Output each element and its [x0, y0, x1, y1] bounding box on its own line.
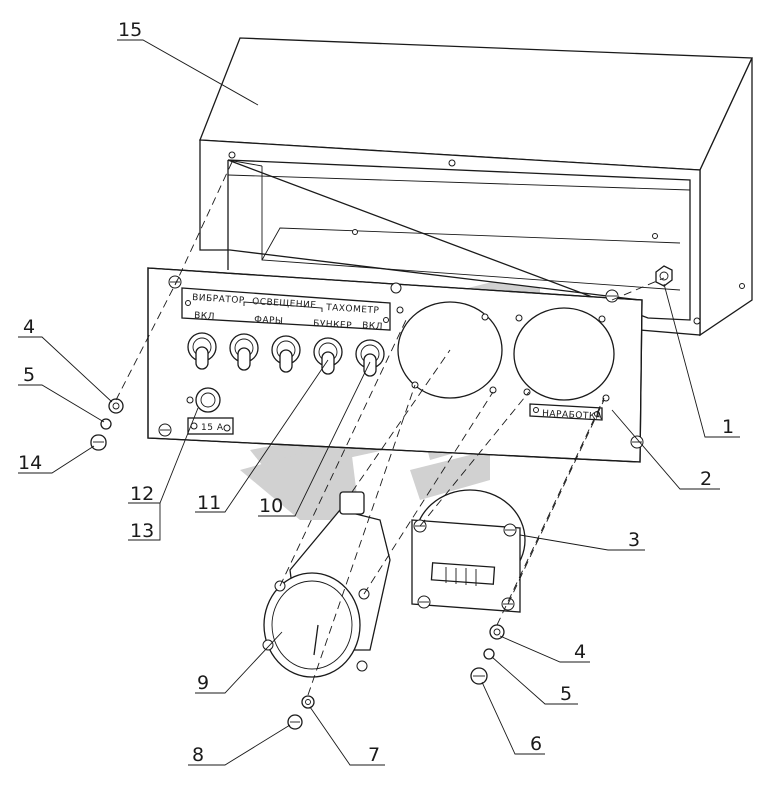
hour-meter-label: НАРАБОТКА [542, 409, 603, 422]
label-bunker: БУНКЕР [313, 319, 353, 331]
label-fary: ФАРЫ [254, 315, 284, 327]
callouts: 15 4 5 14 12 13 11 10 1 2 3 9 4 5 6 7 8 [18, 19, 734, 766]
callout-6: 6 [530, 733, 542, 755]
front-panel: ВИБРАТОР ОСВЕЩЕНИЕ ТАХОМЕТР ВКЛ ФАРЫ БУН… [147, 267, 644, 463]
fuse-rating-label: 15 А [201, 423, 224, 433]
callout-5-right: 5 [560, 683, 572, 705]
callout-10: 10 [259, 495, 283, 517]
hour-meter [411, 489, 526, 613]
screw-8 [287, 714, 303, 730]
callout-4-left: 4 [23, 316, 35, 338]
callout-9: 9 [197, 672, 209, 694]
callout-15: 15 [118, 19, 142, 41]
callout-3: 3 [628, 529, 640, 551]
callout-5-left: 5 [23, 364, 35, 386]
toggle-switch-lighting [313, 337, 343, 375]
callout-11: 11 [197, 492, 221, 514]
label-tachometer: ТАХОМЕТР [325, 303, 380, 316]
callout-1: 1 [722, 416, 734, 438]
label-vkl-left: ВКЛ [194, 311, 215, 322]
callout-13: 13 [130, 520, 154, 542]
callout-14: 14 [18, 452, 42, 474]
toggle-switch-vibrator [187, 332, 217, 370]
lock-washer-5-right [483, 648, 495, 660]
label-lighting: ОСВЕЩЕНИЕ [252, 297, 317, 311]
lock-washer-5-left [100, 418, 112, 430]
tachometer [262, 491, 391, 678]
label-vibrator: ВИБРАТОР [192, 293, 245, 306]
washer-4-right [489, 624, 505, 640]
toggle-switch-headlights [229, 333, 259, 371]
callout-12: 12 [130, 483, 154, 505]
toggle-switch-bunker [271, 335, 301, 373]
callout-7: 7 [368, 744, 380, 766]
washer-4-left [108, 398, 124, 414]
leader-lines [18, 39, 740, 766]
hex-nut [655, 265, 673, 287]
housing-cover [199, 37, 754, 337]
washer-7 [301, 695, 315, 709]
screw-14 [90, 434, 107, 451]
hour-meter-plate: НАРАБОТКА [529, 403, 603, 422]
screw-6 [470, 667, 488, 685]
label-vkl-right: ВКЛ [362, 321, 383, 332]
toggle-switch-tachometer [355, 339, 385, 377]
assembly-axis-lines [115, 161, 665, 696]
callout-8: 8 [192, 744, 204, 766]
fuse-holder: 15 А [186, 387, 234, 435]
callout-2: 2 [700, 468, 712, 490]
callout-4-right: 4 [574, 641, 586, 663]
